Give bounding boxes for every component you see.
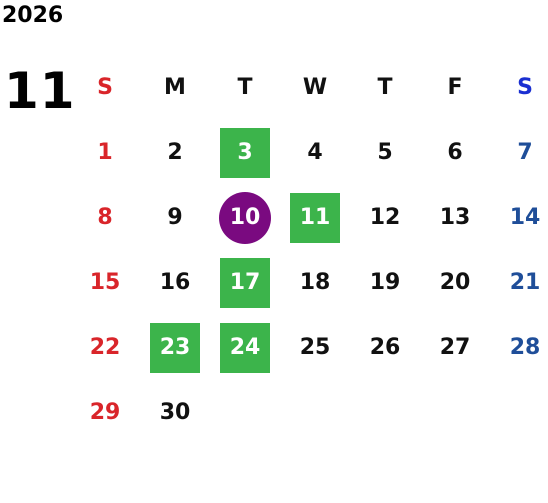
day-number: 4	[307, 140, 323, 165]
day-number: 3	[220, 127, 270, 178]
day-cell[interactable]: 7	[490, 120, 548, 185]
day-cell[interactable]: 12	[350, 185, 420, 250]
weekday-header-tue: T	[237, 75, 253, 100]
day-cell[interactable]: 1	[70, 120, 140, 185]
day-cell[interactable]: 4	[280, 120, 350, 185]
day-cell[interactable]: 22	[70, 315, 140, 380]
weekday-header-sun: S	[97, 75, 113, 100]
day-cell[interactable]: 8	[70, 185, 140, 250]
day-number: 21	[509, 270, 541, 295]
day-number: 2	[167, 140, 183, 165]
day-cell[interactable]: 6	[420, 120, 490, 185]
day-number: 11	[290, 192, 340, 243]
day-number: 19	[369, 270, 401, 295]
day-number: 10	[219, 191, 271, 244]
day-number: 14	[509, 205, 541, 230]
day-number: 16	[159, 270, 191, 295]
day-cell-today[interactable]: 10	[210, 185, 280, 250]
day-cell-marked[interactable]: 3	[210, 120, 280, 185]
day-cell[interactable]: 13	[420, 185, 490, 250]
day-cell[interactable]: 2	[140, 120, 210, 185]
day-number: 1	[97, 140, 113, 165]
day-cell[interactable]: 30	[140, 380, 210, 445]
day-cell[interactable]: 16	[140, 250, 210, 315]
day-cell[interactable]: 15	[70, 250, 140, 315]
day-cell[interactable]: 20	[420, 250, 490, 315]
day-cell-marked[interactable]: 11	[280, 185, 350, 250]
day-number: 20	[439, 270, 471, 295]
day-cell[interactable]: 18	[280, 250, 350, 315]
day-number: 18	[299, 270, 331, 295]
weekday-header-fri: F	[447, 75, 463, 100]
month-label: 11	[4, 62, 76, 120]
day-number: 30	[159, 400, 191, 425]
day-number: 26	[369, 335, 401, 360]
day-number: 13	[439, 205, 471, 230]
day-number: 25	[299, 335, 331, 360]
day-cell[interactable]: 21	[490, 250, 548, 315]
calendar-grid: S M T W T F S 1 2 3 4 5 6 7 8 9 10 11 12…	[70, 55, 548, 445]
day-cell-marked[interactable]: 17	[210, 250, 280, 315]
day-number: 22	[89, 335, 121, 360]
day-number: 7	[517, 140, 533, 165]
day-number: 15	[89, 270, 121, 295]
day-number: 28	[509, 335, 541, 360]
day-cell[interactable]: 9	[140, 185, 210, 250]
day-cell[interactable]: 29	[70, 380, 140, 445]
day-number: 5	[377, 140, 393, 165]
day-number: 24	[220, 322, 270, 373]
day-number: 29	[89, 400, 121, 425]
day-cell[interactable]: 19	[350, 250, 420, 315]
weekday-header-sat: S	[517, 75, 533, 100]
weekday-header-thu: T	[377, 75, 393, 100]
day-cell-marked[interactable]: 23	[140, 315, 210, 380]
day-cell[interactable]: 28	[490, 315, 548, 380]
day-cell[interactable]: 25	[280, 315, 350, 380]
day-number: 23	[150, 322, 200, 373]
day-number: 12	[369, 205, 401, 230]
day-cell[interactable]: 27	[420, 315, 490, 380]
day-cell[interactable]: 26	[350, 315, 420, 380]
day-cell[interactable]: 5	[350, 120, 420, 185]
weekday-header-wed: W	[302, 75, 328, 100]
day-cell[interactable]: 14	[490, 185, 548, 250]
day-cell-marked[interactable]: 24	[210, 315, 280, 380]
year-label: 2026	[2, 3, 64, 28]
day-number: 27	[439, 335, 471, 360]
day-number: 8	[97, 205, 113, 230]
day-number: 9	[167, 205, 183, 230]
day-number: 17	[220, 257, 270, 308]
weekday-header-mon: M	[164, 75, 186, 100]
day-number: 6	[447, 140, 463, 165]
